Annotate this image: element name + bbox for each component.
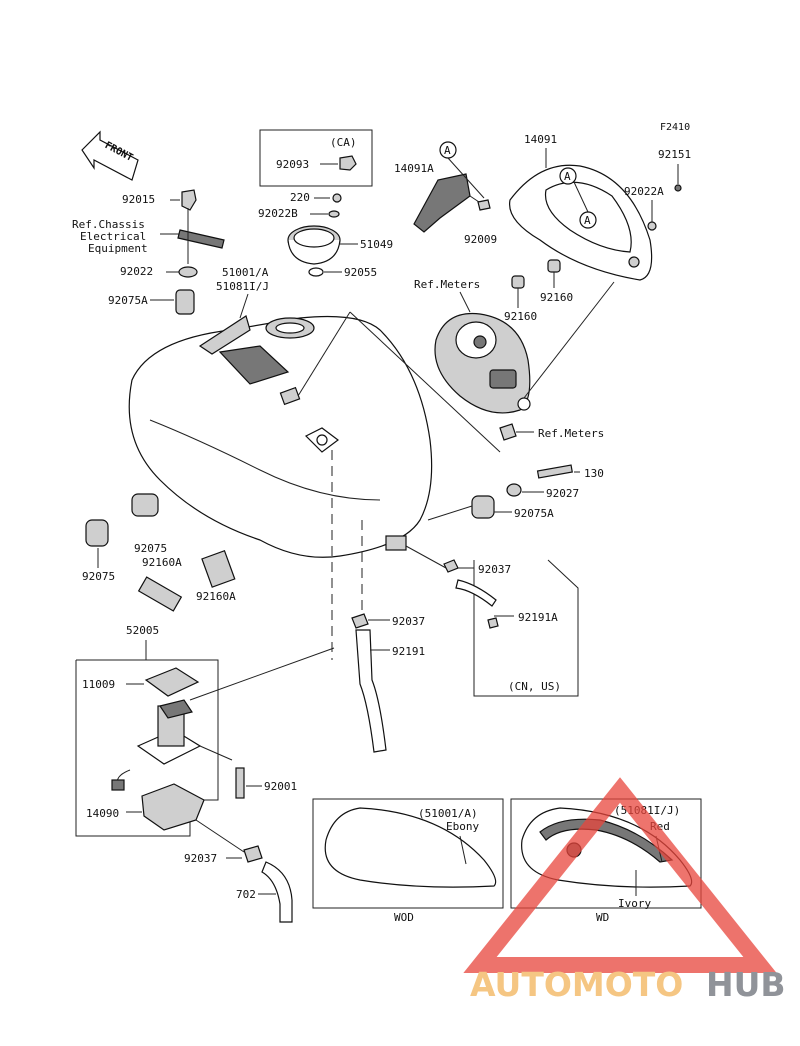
collar-92027 [506, 483, 522, 497]
label-14091A: 14091A [394, 162, 434, 175]
ca-variant-box [259, 129, 373, 187]
ref-meters-top: Ref.Meters [414, 278, 480, 291]
fuel-pump-valve [136, 699, 202, 765]
inset-ebony-part: (51001/A) [418, 807, 478, 820]
watermark-triangle-icon [463, 777, 777, 973]
inset-ebony-box [312, 798, 504, 909]
damper-ref-meters [499, 423, 517, 441]
callout-a-right-top-letter: A [564, 170, 571, 183]
cover-14090 [141, 783, 205, 831]
damper-92075A-top [175, 289, 195, 315]
connector [111, 779, 125, 791]
ref-chassis-line2: Electrical [80, 230, 146, 243]
ref-chassis-line1: Ref.Chassis [72, 218, 145, 231]
watermark-text-b: HUB [706, 965, 786, 1004]
bolt-130 [536, 464, 573, 479]
label-92160A-a: 92160A [142, 556, 182, 569]
clamp-92037-mid [351, 613, 369, 629]
washer-92022 [178, 266, 198, 278]
label-92037-bottom: 92037 [184, 852, 217, 865]
inset-ivory-color: Ivory [618, 897, 651, 910]
ref-meters-bottom: Ref.Meters [538, 427, 604, 440]
label-92027: 92027 [546, 487, 579, 500]
label-92037-right: 92037 [478, 563, 511, 576]
label-92022B: 92022B [258, 207, 298, 220]
label-52005: 52005 [126, 624, 159, 637]
label-92160-left: 92160 [504, 310, 537, 323]
ca-variant-label: (CA) [330, 136, 357, 149]
automotohub-watermark: AUTOMOTO HUB [463, 777, 786, 1004]
hose-702 [261, 861, 293, 923]
label-92022: 92022 [120, 265, 153, 278]
label-11009: 11009 [82, 678, 115, 691]
pad-92160A-a [137, 576, 183, 612]
inset-red-ivory-code: WD [596, 911, 609, 924]
fuel-tank [128, 315, 433, 558]
pad-92160A-b [201, 549, 236, 588]
label-92075-a: 92075 [134, 542, 167, 555]
label-14091: 14091 [524, 133, 557, 146]
screw-92151 [674, 184, 682, 192]
label-14090: 14090 [86, 807, 119, 820]
label-92009: 92009 [464, 233, 497, 246]
inset-ebony-code: WOD [394, 911, 414, 924]
cn-us-variant-box [473, 559, 579, 697]
label-92022A: 92022A [624, 185, 664, 198]
label-92075-b: 92075 [82, 570, 115, 583]
label-92075A-top: 92075A [108, 294, 148, 307]
damper-92075A-right [471, 495, 495, 519]
grommet-92160-left [511, 275, 525, 289]
label-130: 130 [584, 467, 604, 480]
label-92160A-b: 92160A [196, 590, 236, 603]
label-92191A: 92191A [518, 611, 558, 624]
label-51049: 51049 [360, 238, 393, 251]
speedometer-unit [434, 312, 531, 414]
cn-us-variant-label: (CN, US) [508, 680, 561, 693]
label-220: 220 [290, 191, 310, 204]
callout-a-right-bottom-letter: A [584, 214, 591, 227]
fuel-cap-51049 [287, 225, 341, 265]
washer-92022A [647, 221, 657, 231]
gasket-11009 [144, 667, 200, 697]
bracket-strap [177, 229, 225, 249]
cap-nut-92015 [181, 189, 197, 211]
label-51081IJ: 51081I/J [216, 280, 269, 293]
damper-92075-a [131, 493, 159, 517]
callout-a-right-bottom [579, 211, 597, 229]
tank-ebony [324, 807, 497, 888]
grommet-92160-right [547, 259, 561, 273]
label-92151: 92151 [658, 148, 691, 161]
gasket-92055 [308, 267, 324, 277]
label-92015: 92015 [122, 193, 155, 206]
label-92093: 92093 [276, 158, 309, 171]
label-92191: 92191 [392, 645, 425, 658]
label-92037-mid: 92037 [392, 615, 425, 628]
screw-220 [332, 193, 342, 203]
inset-ebony-color: Ebony [446, 820, 479, 833]
watermark-text-a: AUTOMOTO [470, 965, 683, 1004]
callout-a-right-top [559, 167, 577, 185]
washer-92022B [328, 210, 340, 218]
label-92075A-right: 92075A [514, 507, 554, 520]
clamp-92037-bottom [243, 845, 263, 863]
label-51001A: 51001/A [222, 266, 269, 279]
fuel-hose-92191 [355, 629, 387, 753]
damper-92075-b [85, 519, 109, 547]
label-92055: 92055 [344, 266, 377, 279]
nut-92093 [339, 155, 357, 171]
label-702: 702 [236, 888, 256, 901]
bolt-92001 [235, 767, 245, 799]
clamp-92037-right [443, 559, 459, 573]
hose-92191A [455, 579, 497, 607]
callout-a-left-letter: A [444, 144, 451, 157]
meter-bracket-14091A [413, 173, 471, 233]
label-92160-right: 92160 [540, 291, 573, 304]
screw-92009 [477, 199, 491, 211]
ref-chassis-line3: Equipment [88, 242, 148, 255]
figure-code: F2410 [660, 122, 690, 133]
front-arrow-icon: FRONT [81, 130, 139, 181]
label-92001: 92001 [264, 780, 297, 793]
